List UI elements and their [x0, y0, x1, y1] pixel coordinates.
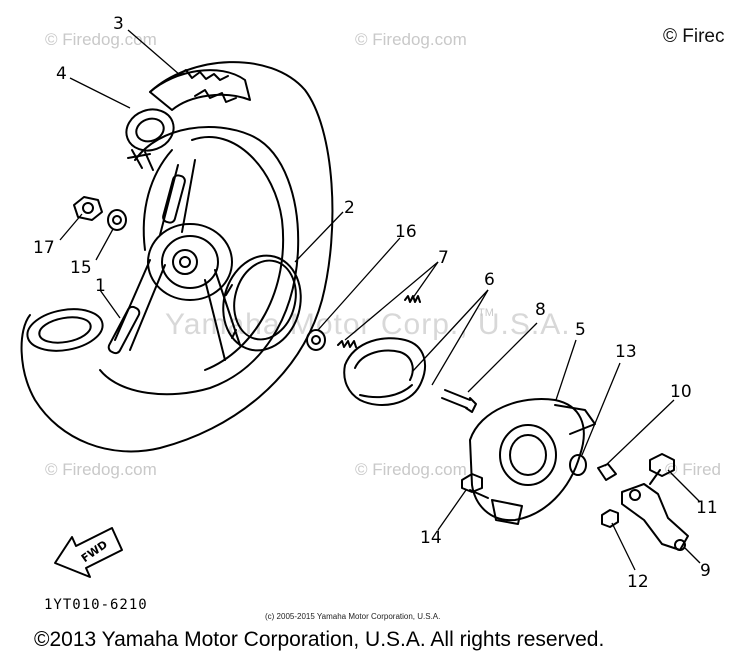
- tire-section: [26, 308, 104, 352]
- callout-6: 6: [484, 270, 495, 290]
- rim-edge: [142, 149, 173, 251]
- brake-shoe: [343, 337, 426, 406]
- callout-14: 14: [420, 528, 442, 548]
- wheel-spokes: [114, 159, 241, 361]
- corner-copyright: © Firec: [663, 26, 725, 47]
- lever-bolt: [649, 453, 675, 485]
- lever-nut: [601, 509, 619, 528]
- lock-washer: [597, 463, 617, 481]
- callout-1: 1: [95, 276, 106, 296]
- spoke-slot-lower: [107, 305, 141, 355]
- valve-body: [125, 108, 175, 152]
- washer: [107, 209, 127, 231]
- watermark-top-left: © Firedog.com: [45, 30, 157, 49]
- callout-10: 10: [670, 382, 692, 402]
- oil-seal-ring: [222, 254, 302, 352]
- callout-13: 13: [615, 342, 637, 362]
- dust-seal: [569, 454, 587, 476]
- watermark-bottom-right: © Fired: [665, 460, 721, 479]
- wheel-hub: [147, 223, 233, 301]
- brake-plate: [469, 398, 585, 522]
- footer-copyright: ©2013 Yamaha Motor Corporation, U.S.A. A…: [34, 628, 605, 651]
- callout-11: 11: [696, 498, 718, 518]
- fwd-arrow: [54, 527, 123, 578]
- watermark-top-center: © Firedog.com: [355, 30, 467, 49]
- watermark-bottom-left: © Firedog.com: [45, 460, 157, 479]
- thrust-washer: [306, 329, 326, 351]
- trademark-mark: TM: [478, 307, 494, 319]
- callout-17: 17: [33, 238, 55, 258]
- callout-8: 8: [535, 300, 546, 320]
- callout-2: 2: [344, 198, 355, 218]
- callout-5: 5: [575, 320, 586, 340]
- callout-3: 3: [113, 14, 124, 34]
- tire-outline: [20, 61, 334, 453]
- brake-spring: [337, 295, 421, 348]
- callout-12: 12: [627, 572, 649, 592]
- spoke-slot-upper: [162, 174, 186, 224]
- mounting-bolt: [461, 473, 489, 499]
- callout-16: 16: [395, 222, 417, 242]
- axle-nut: [73, 196, 103, 221]
- callout-7: 7: [438, 248, 449, 268]
- callout-4: 4: [56, 64, 67, 84]
- brake-camshaft: [441, 389, 477, 413]
- tire-top-section: [149, 69, 251, 111]
- tire-bead: [99, 126, 300, 396]
- drawing-code: 1YT010-6210: [44, 597, 148, 613]
- callout-9: 9: [700, 561, 711, 581]
- callout-15: 15: [70, 258, 92, 278]
- small-copyright: (c) 2005-2015 Yamaha Motor Corporation, …: [265, 612, 441, 621]
- tire-inner-ring: [191, 136, 285, 371]
- watermark-bottom-center: © Firedog.com: [355, 460, 467, 479]
